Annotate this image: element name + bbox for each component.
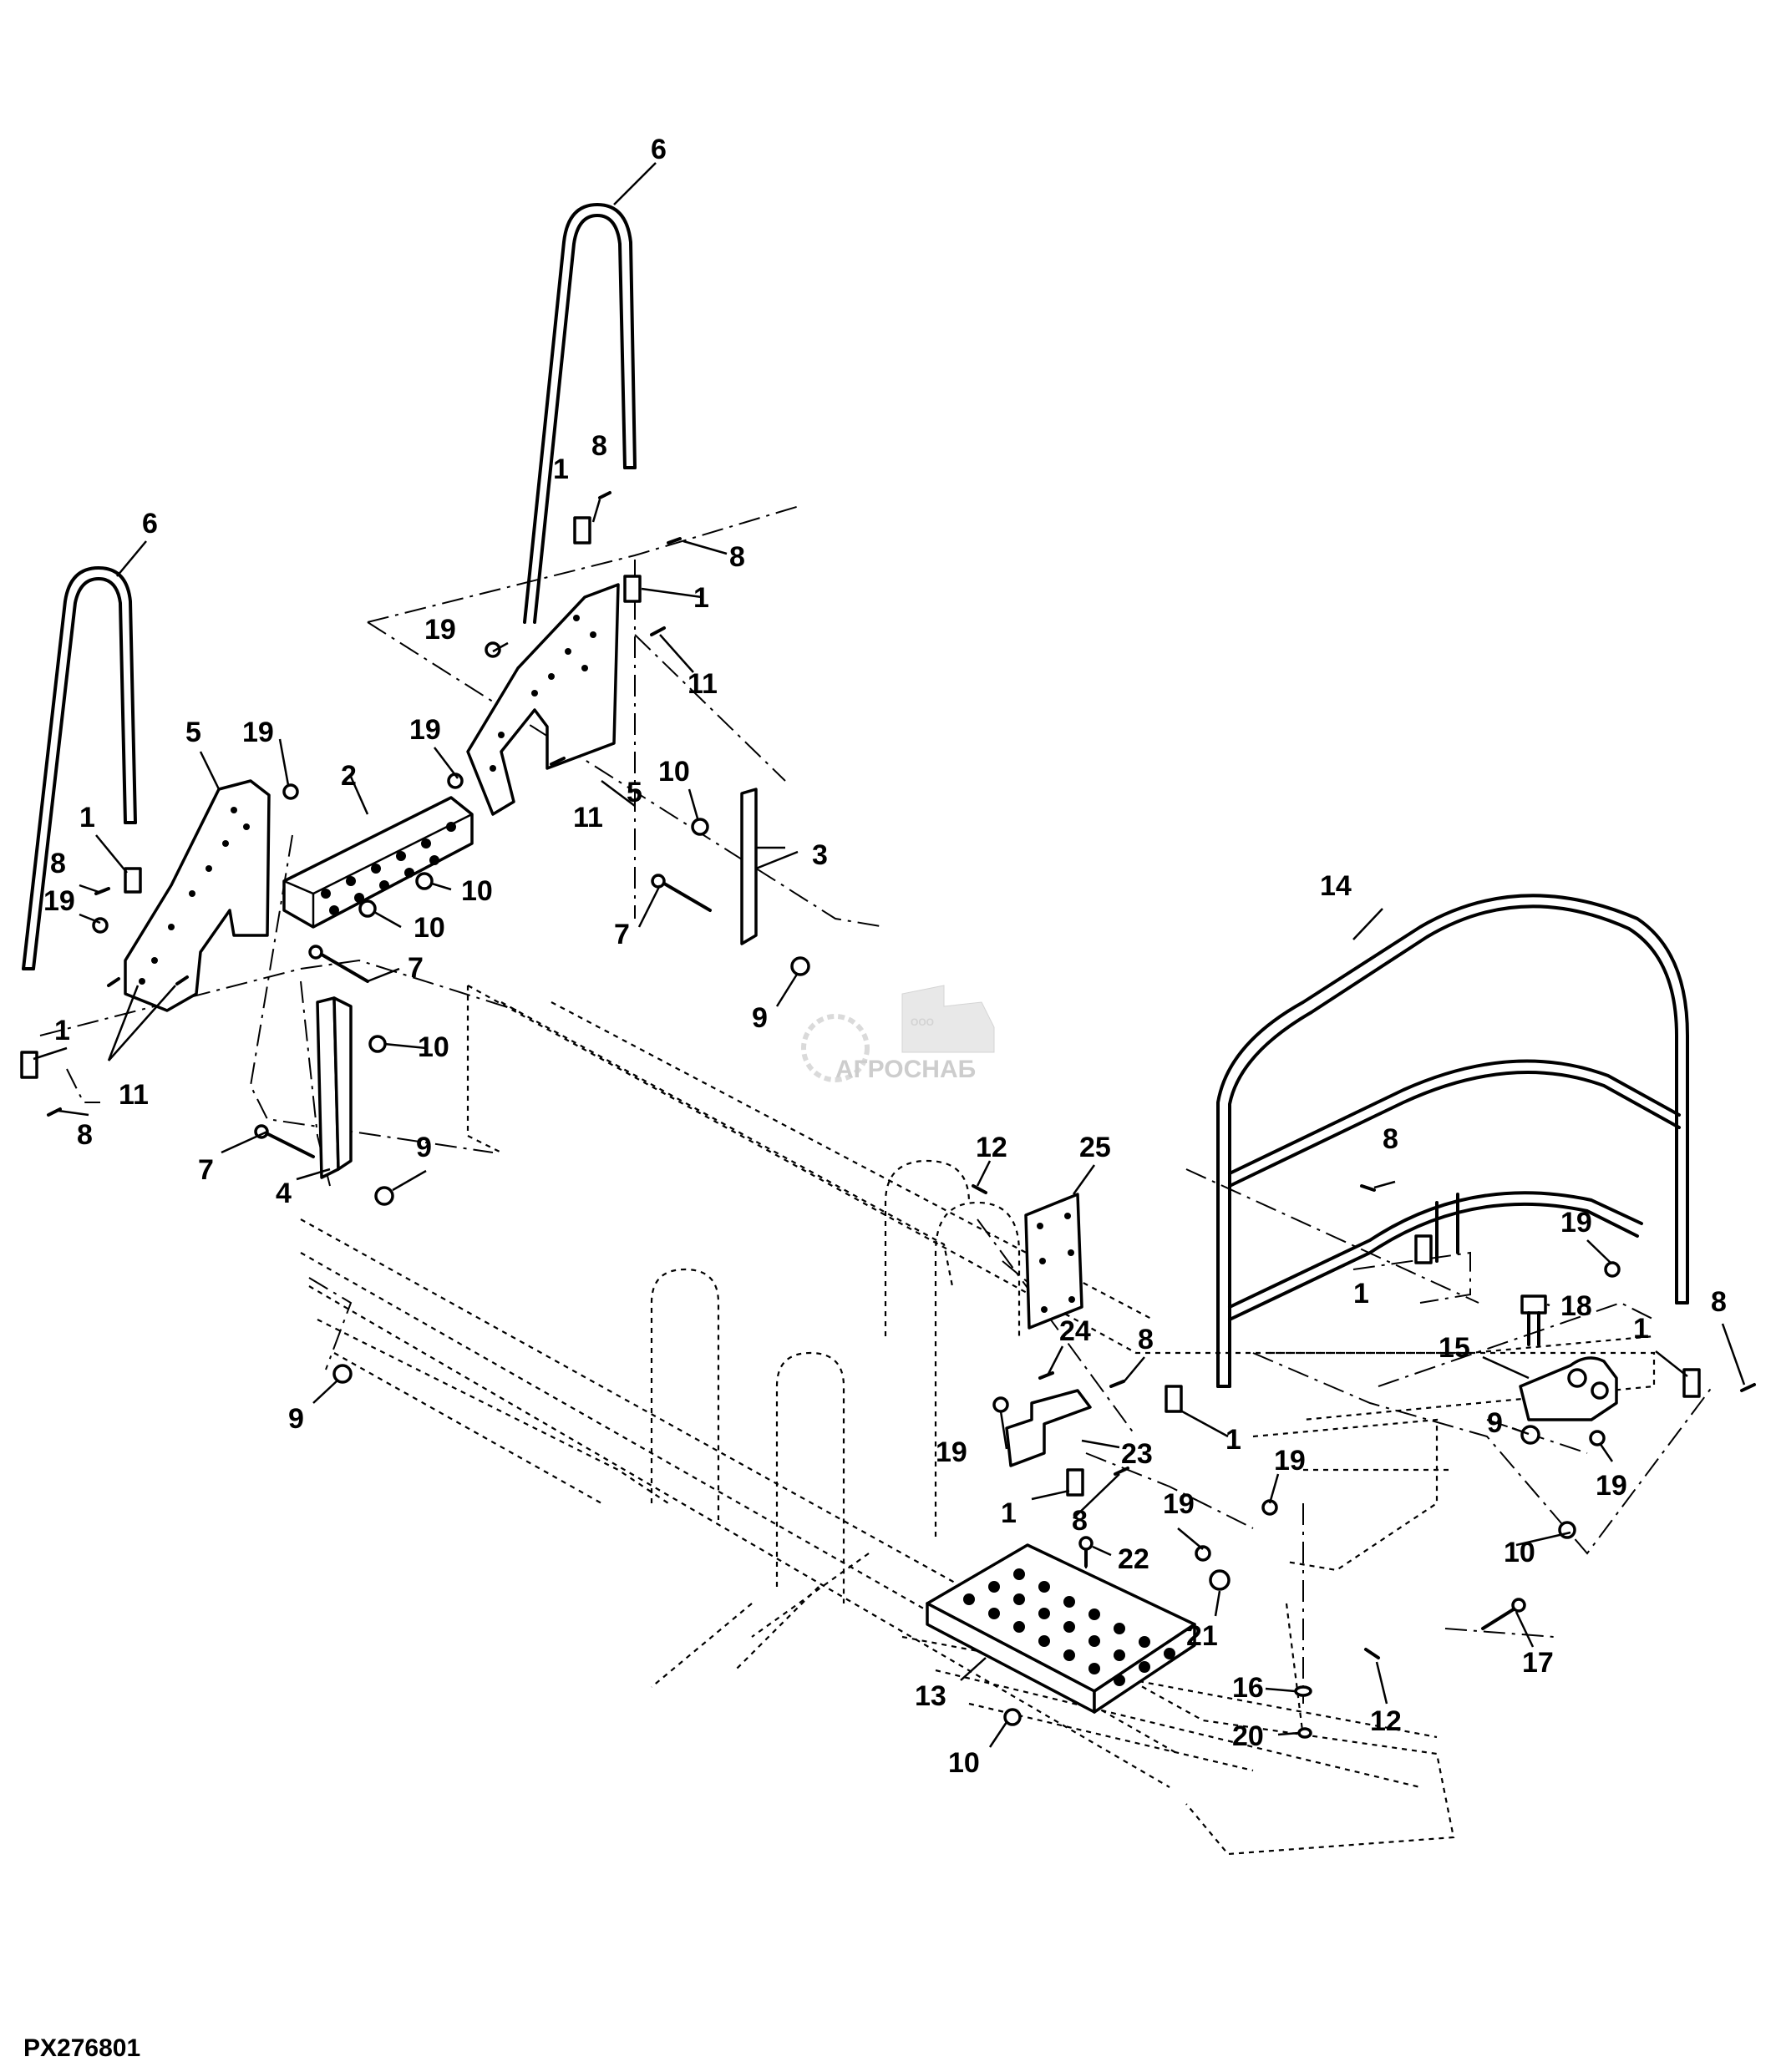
callout-18: 18	[1560, 1290, 1592, 1322]
bracket-5-left	[124, 779, 271, 1012]
callout-9: 9	[288, 1403, 304, 1435]
callout-8: 8	[1711, 1286, 1727, 1318]
callout-8: 8	[591, 430, 607, 462]
callout-19: 19	[1560, 1207, 1592, 1239]
callout-10: 10	[948, 1747, 980, 1779]
callout-10: 10	[1504, 1537, 1535, 1568]
bolt-7-a	[651, 874, 712, 912]
callout-4: 4	[276, 1178, 292, 1209]
handrail-left	[22, 566, 137, 970]
callout-9: 9	[416, 1132, 432, 1163]
callout-16: 16	[1232, 1672, 1264, 1704]
callout-1: 1	[1225, 1424, 1241, 1456]
callout-10: 10	[461, 875, 493, 907]
callout-5: 5	[627, 777, 642, 808]
callout-1: 1	[1633, 1313, 1649, 1345]
callout-6-left: 6	[142, 508, 158, 540]
callout-19: 19	[1274, 1445, 1306, 1477]
callout-19: 19	[1163, 1488, 1195, 1520]
callout-19: 19	[1596, 1470, 1627, 1502]
plate-25	[1024, 1193, 1083, 1330]
callout-1: 1	[79, 802, 95, 833]
callout-22: 22	[1118, 1543, 1149, 1575]
step-13	[926, 1543, 1196, 1714]
leader-lines	[33, 162, 1746, 1748]
callout-10: 10	[414, 912, 445, 944]
bracket-5-upper	[466, 583, 620, 816]
callout-20: 20	[1232, 1720, 1264, 1752]
callout-9: 9	[1487, 1407, 1503, 1439]
callout-1: 1	[1353, 1278, 1369, 1310]
callout-9: 9	[752, 1002, 768, 1034]
callout-19: 19	[43, 885, 75, 917]
callout-1: 1	[54, 1015, 70, 1046]
callout-15: 15	[1439, 1332, 1470, 1364]
callout-8: 8	[1072, 1505, 1088, 1537]
callout-5: 5	[185, 717, 201, 748]
ghost-platform	[300, 985, 1656, 1856]
callout-17: 17	[1522, 1647, 1554, 1679]
callout-1: 1	[693, 582, 709, 614]
callout-12: 12	[1370, 1705, 1402, 1737]
callout-23: 23	[1121, 1438, 1153, 1470]
callout-8: 8	[50, 848, 66, 879]
callout-11: 11	[119, 1079, 149, 1111]
bolt-18	[1520, 1294, 1547, 1346]
callout-24: 24	[1059, 1315, 1091, 1347]
callout-10: 10	[658, 756, 690, 788]
callout-13: 13	[915, 1680, 946, 1712]
bracket-15	[1519, 1356, 1618, 1421]
figure-id: PX276801	[23, 2034, 140, 2062]
callout-21: 21	[1186, 1620, 1218, 1652]
watermark-logo: ООО АГРОСНАБ	[801, 985, 995, 1083]
alignment-lines	[39, 504, 1713, 1704]
callout-8: 8	[1138, 1324, 1154, 1355]
callout-19: 19	[936, 1436, 967, 1468]
callout-10: 10	[418, 1031, 449, 1063]
guardrail-14	[1216, 894, 1689, 1388]
bracket-4	[316, 996, 353, 1179]
bolt-7-b	[308, 945, 369, 983]
callout-1: 1	[553, 453, 569, 485]
callout-8: 8	[1383, 1123, 1398, 1155]
bolt-7-c	[254, 1124, 315, 1158]
callout-8: 8	[77, 1119, 93, 1151]
watermark-brand: АГРОСНАБ	[835, 1056, 976, 1083]
callout-19: 19	[242, 717, 274, 748]
hardware	[20, 491, 1756, 1739]
callout-labels: 6 6 1 8 8 1 19 11 19 5 19 2 5 11 10 3 1 …	[43, 134, 1727, 1779]
bracket-3	[740, 788, 785, 945]
callout-6-upper: 6	[651, 134, 667, 165]
callout-14: 14	[1320, 870, 1352, 902]
callout-8: 8	[729, 541, 745, 573]
callout-3: 3	[812, 839, 828, 871]
bracket-23	[1005, 1389, 1092, 1467]
step-13-holes	[963, 1568, 1175, 1686]
callout-7: 7	[198, 1154, 214, 1186]
handrail-upper	[523, 203, 637, 624]
callout-11: 11	[688, 668, 718, 700]
step-2	[282, 796, 474, 929]
callout-19: 19	[409, 714, 441, 746]
callout-1: 1	[1001, 1497, 1017, 1529]
callout-12: 12	[976, 1132, 1007, 1163]
callout-25: 25	[1079, 1132, 1111, 1163]
callout-11: 11	[573, 802, 603, 833]
bolt-17	[1481, 1598, 1526, 1630]
callout-2: 2	[341, 760, 357, 792]
callout-7: 7	[408, 952, 424, 984]
callout-19: 19	[424, 614, 456, 646]
callout-7: 7	[614, 919, 630, 950]
watermark-prefix: ООО	[911, 1016, 934, 1028]
